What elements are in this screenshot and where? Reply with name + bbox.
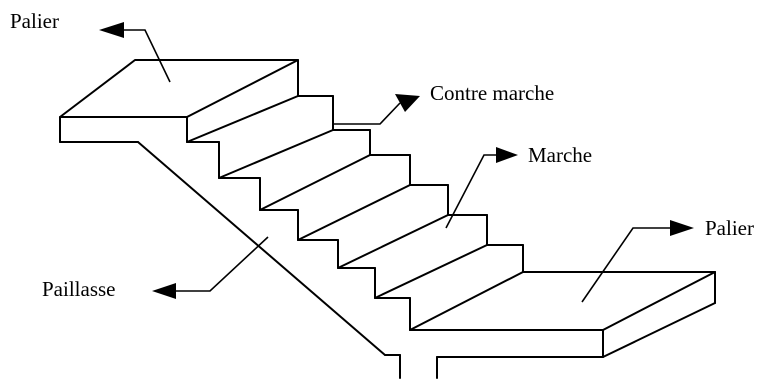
- bottom-landing: [409, 271, 716, 379]
- top-landing: [59, 59, 299, 143]
- leader-marche: [445, 147, 518, 229]
- paillasse-slab: [137, 141, 401, 379]
- leader-palier-right: [581, 220, 694, 303]
- label-paillasse: Paillasse: [42, 277, 116, 301]
- leader-palier-top: [99, 22, 171, 83]
- label-marche: Marche: [528, 143, 592, 167]
- stair-steps: [186, 95, 524, 331]
- label-palier-top: Palier: [10, 9, 59, 33]
- leader-contre-marche: [333, 94, 420, 125]
- leader-paillasse: [152, 236, 269, 299]
- label-contre-marche: Contre marche: [430, 81, 554, 105]
- label-palier-right: Palier: [705, 216, 754, 240]
